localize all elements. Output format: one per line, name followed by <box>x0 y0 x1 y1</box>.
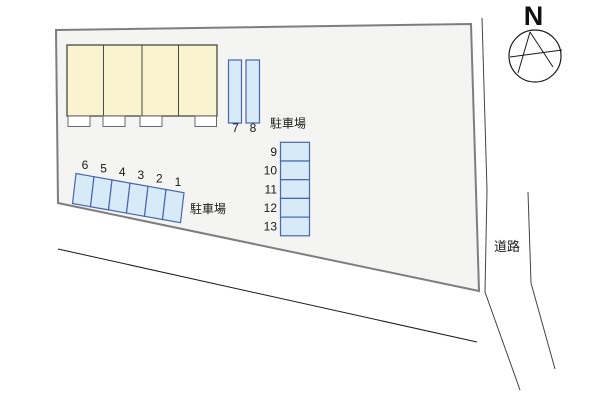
parking-space-number: 5 <box>100 161 107 175</box>
road-edge-line-bottom <box>57 248 478 343</box>
parking-space-number: 7 <box>232 121 239 135</box>
compass-needle-line <box>517 31 531 74</box>
compass-needle-line <box>529 31 554 68</box>
compass-circle <box>508 29 562 83</box>
parking-lot-label: 駐車場 <box>270 116 306 131</box>
parking-space-number: 6 <box>82 158 89 172</box>
parking-space-13 <box>279 216 311 237</box>
parking-space-number: 10 <box>264 164 278 178</box>
compass-cross-line <box>509 49 563 58</box>
road-edge-line-left <box>481 17 521 391</box>
entrance-porch <box>139 115 163 127</box>
parking-row-diagonal: 6 5 4 3 2 1 駐車場 <box>71 158 226 224</box>
entrance-porch <box>67 115 91 127</box>
parking-column-right: 9 10 11 12 13 <box>264 141 311 237</box>
parking-space-10 <box>279 160 311 181</box>
parking-lot-label: 駐車場 <box>190 201 226 216</box>
building <box>66 44 218 127</box>
parking-space-number: 12 <box>264 201 278 215</box>
parking-space-1 <box>161 188 185 224</box>
north-label: N <box>524 1 544 31</box>
parking-space-12 <box>279 197 311 218</box>
parking-space-7 <box>227 59 243 124</box>
parking-space-number: 11 <box>265 182 278 196</box>
compass: N <box>508 1 563 83</box>
parking-space-8 <box>245 59 261 124</box>
parking-space-number: 9 <box>270 145 277 159</box>
parking-space-number: 2 <box>156 172 163 186</box>
parking-space-number: 3 <box>137 168 144 182</box>
parking-space-number: 4 <box>119 165 126 179</box>
parking-space-9 <box>279 141 311 162</box>
parking-space-number: 13 <box>264 220 278 234</box>
road-edge-line-right <box>527 191 556 370</box>
entrance-porch <box>102 115 126 127</box>
parking-space-number: 8 <box>250 121 257 135</box>
entrance-porch <box>194 115 217 127</box>
parking-space-11 <box>279 179 311 199</box>
parking-row-top: 7 8 駐車場 <box>227 59 306 135</box>
parking-space-number: 1 <box>175 175 182 189</box>
road-label: 道路 <box>494 239 520 254</box>
roads: 道路 <box>57 17 556 391</box>
